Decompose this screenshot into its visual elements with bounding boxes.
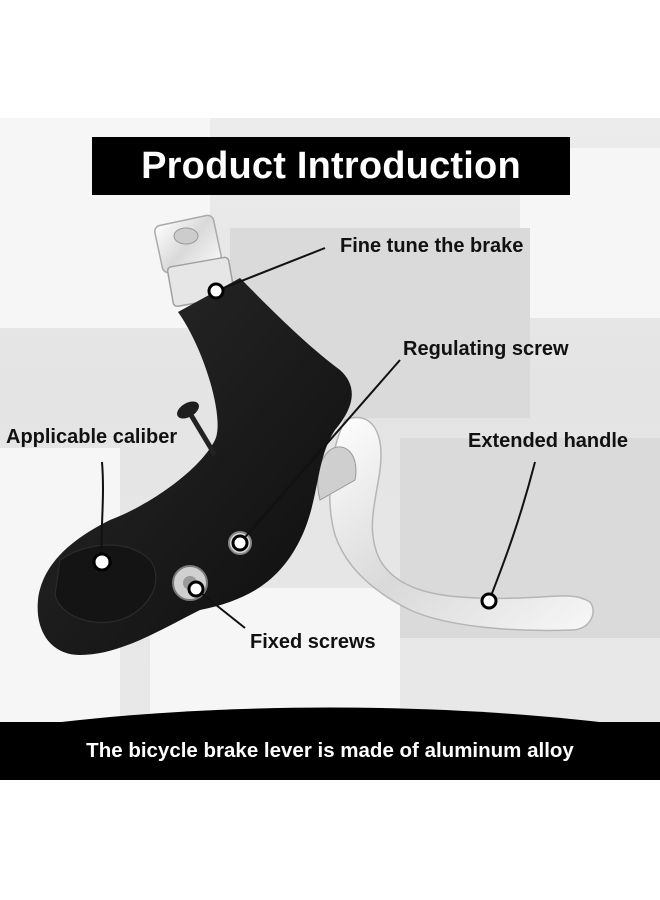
clamp-band bbox=[54, 544, 157, 623]
label-regulating-screw: Regulating screw bbox=[403, 338, 569, 360]
leader-line-handle bbox=[488, 461, 536, 602]
marker-dot bbox=[207, 282, 225, 300]
label-applicable-caliber: Applicable caliber bbox=[6, 426, 178, 448]
leader-line-fixed bbox=[195, 588, 246, 629]
marker-dot bbox=[480, 592, 498, 610]
pin-screw-shaft bbox=[185, 408, 218, 457]
extended-handle-shape bbox=[329, 416, 594, 632]
leader-line-caliber bbox=[100, 461, 104, 563]
product-introduction-title: Product Introduction bbox=[92, 137, 570, 195]
label-fixed-screws: Fixed screws bbox=[250, 631, 376, 653]
adjuster-bore bbox=[173, 227, 199, 245]
leader-line-fine-tune bbox=[215, 247, 326, 292]
marker-dot bbox=[92, 552, 112, 572]
leader-line-regulating bbox=[239, 359, 401, 544]
pin-screw-head bbox=[177, 401, 199, 419]
marker-dot bbox=[187, 580, 205, 598]
marker-dot bbox=[231, 534, 249, 552]
label-fine-tune: Fine tune the brake bbox=[340, 235, 524, 257]
footer-caption: The bicycle brake lever is made of alumi… bbox=[0, 722, 660, 780]
label-extended-handle: Extended handle bbox=[468, 430, 629, 452]
